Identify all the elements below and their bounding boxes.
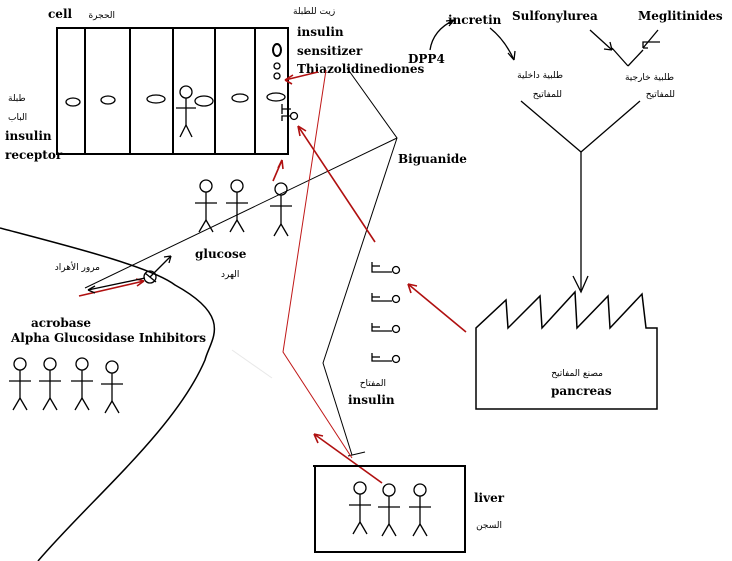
liver-label: liver <box>474 491 505 505</box>
sulfonylurea-arrow <box>589 29 613 51</box>
agi-label: Alpha Glucosidase Inhibitors <box>10 331 206 345</box>
internal-order-arabic-label-2: للمفاتيح <box>533 90 562 100</box>
sensitizer-arabic-label: زيت للطبلة <box>293 7 335 17</box>
dpp4-arrow <box>429 19 455 51</box>
cell-organelle <box>146 94 166 104</box>
incretin-label: incretin <box>448 13 502 27</box>
cell-organelle <box>65 97 81 107</box>
insulin-bottom-label: insulin <box>348 393 395 407</box>
receptor-icon <box>281 115 291 121</box>
insulin-key-icon <box>371 262 401 275</box>
pancreas-factory <box>475 290 658 410</box>
meglitinides-label: Meglitinides <box>638 9 723 23</box>
biguanide-label: Biguanide <box>398 152 467 166</box>
cell-label: cell <box>48 7 73 21</box>
glucose-label: glucose <box>195 247 247 261</box>
insulin-label: insulin <box>297 25 344 39</box>
red-arrows <box>78 71 467 484</box>
external-order-arabic-label-1: طلبية خارجية <box>625 73 674 83</box>
passage-arrow <box>87 277 146 291</box>
cell-arabic-label: الحجرة <box>88 11 115 21</box>
sulfonylurea-label: Sulfonylurea <box>512 9 598 23</box>
insulin-key-icon <box>371 323 401 334</box>
liver-outline <box>314 465 466 553</box>
glucose-figure <box>39 357 61 411</box>
pancreas-label: pancreas <box>551 384 612 398</box>
person-icon <box>176 85 196 138</box>
receptor-icon <box>281 104 291 114</box>
thiazolidinediones-label: Thiazolidinediones <box>297 62 425 76</box>
dpp4-label: DPP4 <box>408 52 445 66</box>
arrow-liver-release <box>313 433 383 484</box>
insulin-receptor-label-1: insulin <box>5 129 52 143</box>
incretin-arrow <box>489 27 515 61</box>
glucose-figure <box>226 179 248 233</box>
intestine-wall <box>0 227 216 561</box>
glucose-figure <box>71 357 93 411</box>
arrow-pancreas-to-insulin <box>407 283 467 333</box>
receptor-arabic-label-1: طبلة <box>8 94 26 104</box>
arrow-acrobase <box>78 280 145 297</box>
liver-arabic-label: السجن <box>476 521 502 531</box>
insulin-key-icon <box>371 353 401 364</box>
meglitinides-arrow <box>642 29 659 49</box>
cell-organelle <box>266 92 286 102</box>
glucose-figure <box>9 357 31 411</box>
acrobase-label: acrobase <box>31 316 91 330</box>
sensitizer-label: sensitizer <box>297 44 363 58</box>
glucose-figure <box>101 360 123 414</box>
gateway-circle <box>143 270 157 284</box>
arrow-insulin-to-receptor <box>297 125 376 243</box>
external-order-arabic-label-2: للمفاتيح <box>646 90 675 100</box>
cell-organelle <box>231 93 249 103</box>
insulin-receptor-label-2: receptor <box>5 148 63 162</box>
cell <box>56 27 299 155</box>
order-convergence <box>520 100 641 153</box>
cell-organelle <box>100 95 116 105</box>
glucose-figure <box>409 483 431 537</box>
glucose-figure <box>378 483 400 537</box>
arrow-to-sensitizer <box>284 71 319 81</box>
insulin-arabic-label: المفتاح <box>360 379 386 389</box>
glucose-figure <box>270 182 292 237</box>
faint-line <box>231 349 273 379</box>
glucose-arabic-label: الهرد <box>221 270 239 280</box>
internal-order-arabic-label-1: طلبية داخلية <box>517 71 563 81</box>
glucose-figure <box>349 481 371 535</box>
passage-arabic-label: مرور الأهراد <box>55 261 100 273</box>
red-pathway-lines <box>282 69 353 459</box>
insulin-key-icon <box>371 293 401 304</box>
receptor-icon <box>289 111 299 121</box>
factory-arabic-label: مصنع المفاتيح <box>551 369 603 379</box>
sensitizer-drop <box>273 62 281 70</box>
cell-organelle <box>194 95 214 107</box>
sensitizer-drop <box>273 72 281 80</box>
receptor-arabic-label-2: الباب <box>8 113 27 123</box>
glucose-figure <box>195 179 217 233</box>
passage-arrow <box>149 255 172 278</box>
sensitizer-drop <box>272 43 282 57</box>
